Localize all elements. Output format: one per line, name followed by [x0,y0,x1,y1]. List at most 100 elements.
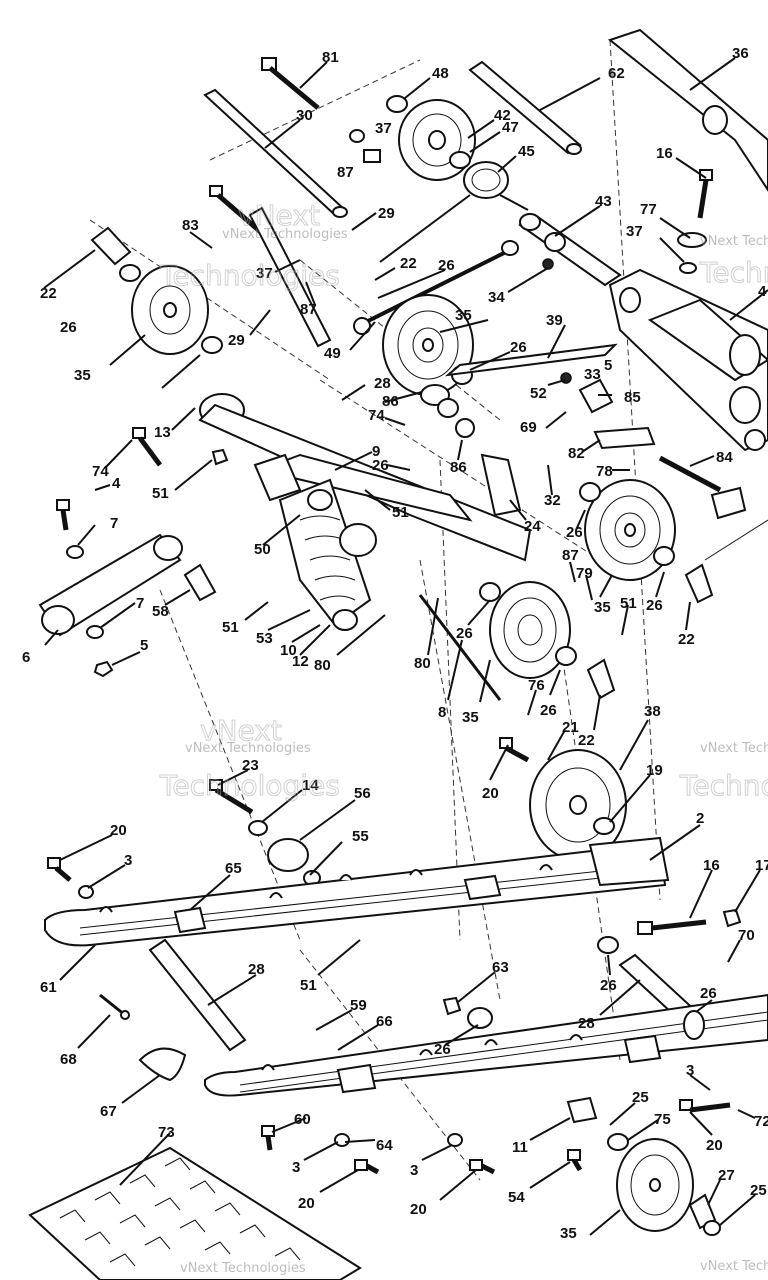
pin-68 [99,993,130,1020]
watermark-large: Technologies [159,259,340,292]
callout-53: 53 [256,630,273,647]
callout-60: 60 [294,1111,311,1128]
arm-43 [518,213,622,287]
bolt-20-lowerleft [354,1159,380,1175]
wheel-48 [386,95,476,181]
leader-lines [43,57,768,1236]
callout-24: 24 [524,518,541,535]
callout-76: 76 [528,677,545,694]
callout-43: 43 [595,193,612,210]
callout-26: 26 [646,597,663,614]
spacer-27 [688,1193,721,1236]
washer-7b [86,625,104,639]
callout-27: 27 [718,1167,735,1184]
track-73 [28,1146,362,1280]
callout-45: 45 [518,143,535,160]
wheel-38 [529,749,627,861]
callout-7: 7 [136,595,144,612]
callout-22: 22 [578,732,595,749]
callout-26: 26 [434,1041,451,1058]
callout-14: 14 [302,777,319,794]
callout-30: 30 [296,107,313,124]
callout-33: 33 [584,366,601,383]
callout-35: 35 [455,307,472,324]
callout-87: 87 [300,301,317,318]
callout-9: 9 [372,443,380,460]
callout-3: 3 [686,1062,694,1079]
callout-59: 59 [350,997,367,1014]
callout-50: 50 [254,541,271,558]
callout-56: 56 [354,785,371,802]
watermark-large: Technologies [159,769,340,802]
spring-45 [379,161,529,263]
rail-61 [44,836,670,947]
callout-37: 37 [256,265,273,282]
callout-51: 51 [300,977,317,994]
roller-36 [607,28,768,192]
washer-37-top [349,129,365,143]
callout-26: 26 [60,319,77,336]
callout-63: 63 [492,959,509,976]
callout-26: 26 [566,524,583,541]
callout-28: 28 [578,1015,595,1032]
spacer-56 [267,838,321,886]
callout-36: 36 [732,45,749,62]
watermark-large: Technologies [699,256,768,289]
callout-83: 83 [182,217,199,234]
spacer-86 [420,384,475,438]
washer-3-lower [447,1133,463,1147]
bolt-60 [261,1125,275,1151]
wheel-35-mid [479,581,577,679]
spacer-22-left [90,226,132,266]
callout-54: 54 [508,1189,525,1206]
callout-84: 84 [716,449,733,466]
callout-26: 26 [600,977,617,994]
callout-87: 87 [562,547,579,564]
callout-72: 72 [754,1113,768,1130]
callout-6: 6 [22,649,30,666]
washer-14 [248,820,268,836]
callout-5: 5 [140,637,148,654]
callout-51: 51 [620,595,637,612]
bolt-23 [209,779,254,815]
callout-20: 20 [706,1137,723,1154]
spacer-58 [183,563,217,602]
nut-63 [442,996,462,1016]
bolt-20-left [47,857,72,882]
callout-65: 65 [225,860,242,877]
callout-35: 35 [74,367,91,384]
callout-62: 62 [608,65,625,82]
callout-28: 28 [248,961,265,978]
watermark-text: vNext Technologies [700,234,768,249]
callout-16: 16 [703,857,720,874]
callout-26: 26 [372,457,389,474]
bolt-20-mid [499,737,530,763]
washer-7a [66,545,84,559]
wheel-35-left [131,265,209,355]
callout-79: 79 [576,565,593,582]
callout-19: 19 [646,762,663,779]
callout-26: 26 [456,625,473,642]
watermark-text: vNext Technologies [180,1261,306,1276]
callout-22: 22 [40,285,57,302]
washer-64 [334,1133,350,1147]
shock-absorber-53 [278,478,372,631]
clip-67 [138,1047,187,1082]
callout-35: 35 [594,599,611,616]
suspension-arm-13 [198,393,532,562]
shaft-39 [444,343,618,377]
callout-29: 29 [228,332,245,349]
callout-81: 81 [322,49,339,66]
callout-2: 2 [696,810,704,827]
rod-84 [658,455,768,561]
callout-49: 49 [324,345,341,362]
callout-37: 37 [375,120,392,137]
callout-70: 70 [738,927,755,944]
callout-66: 66 [376,1013,393,1030]
callout-38: 38 [644,703,661,720]
callout-26: 26 [700,985,717,1002]
callout-37: 37 [626,223,643,240]
callout-74: 74 [368,407,385,424]
callout-23: 23 [242,757,259,774]
